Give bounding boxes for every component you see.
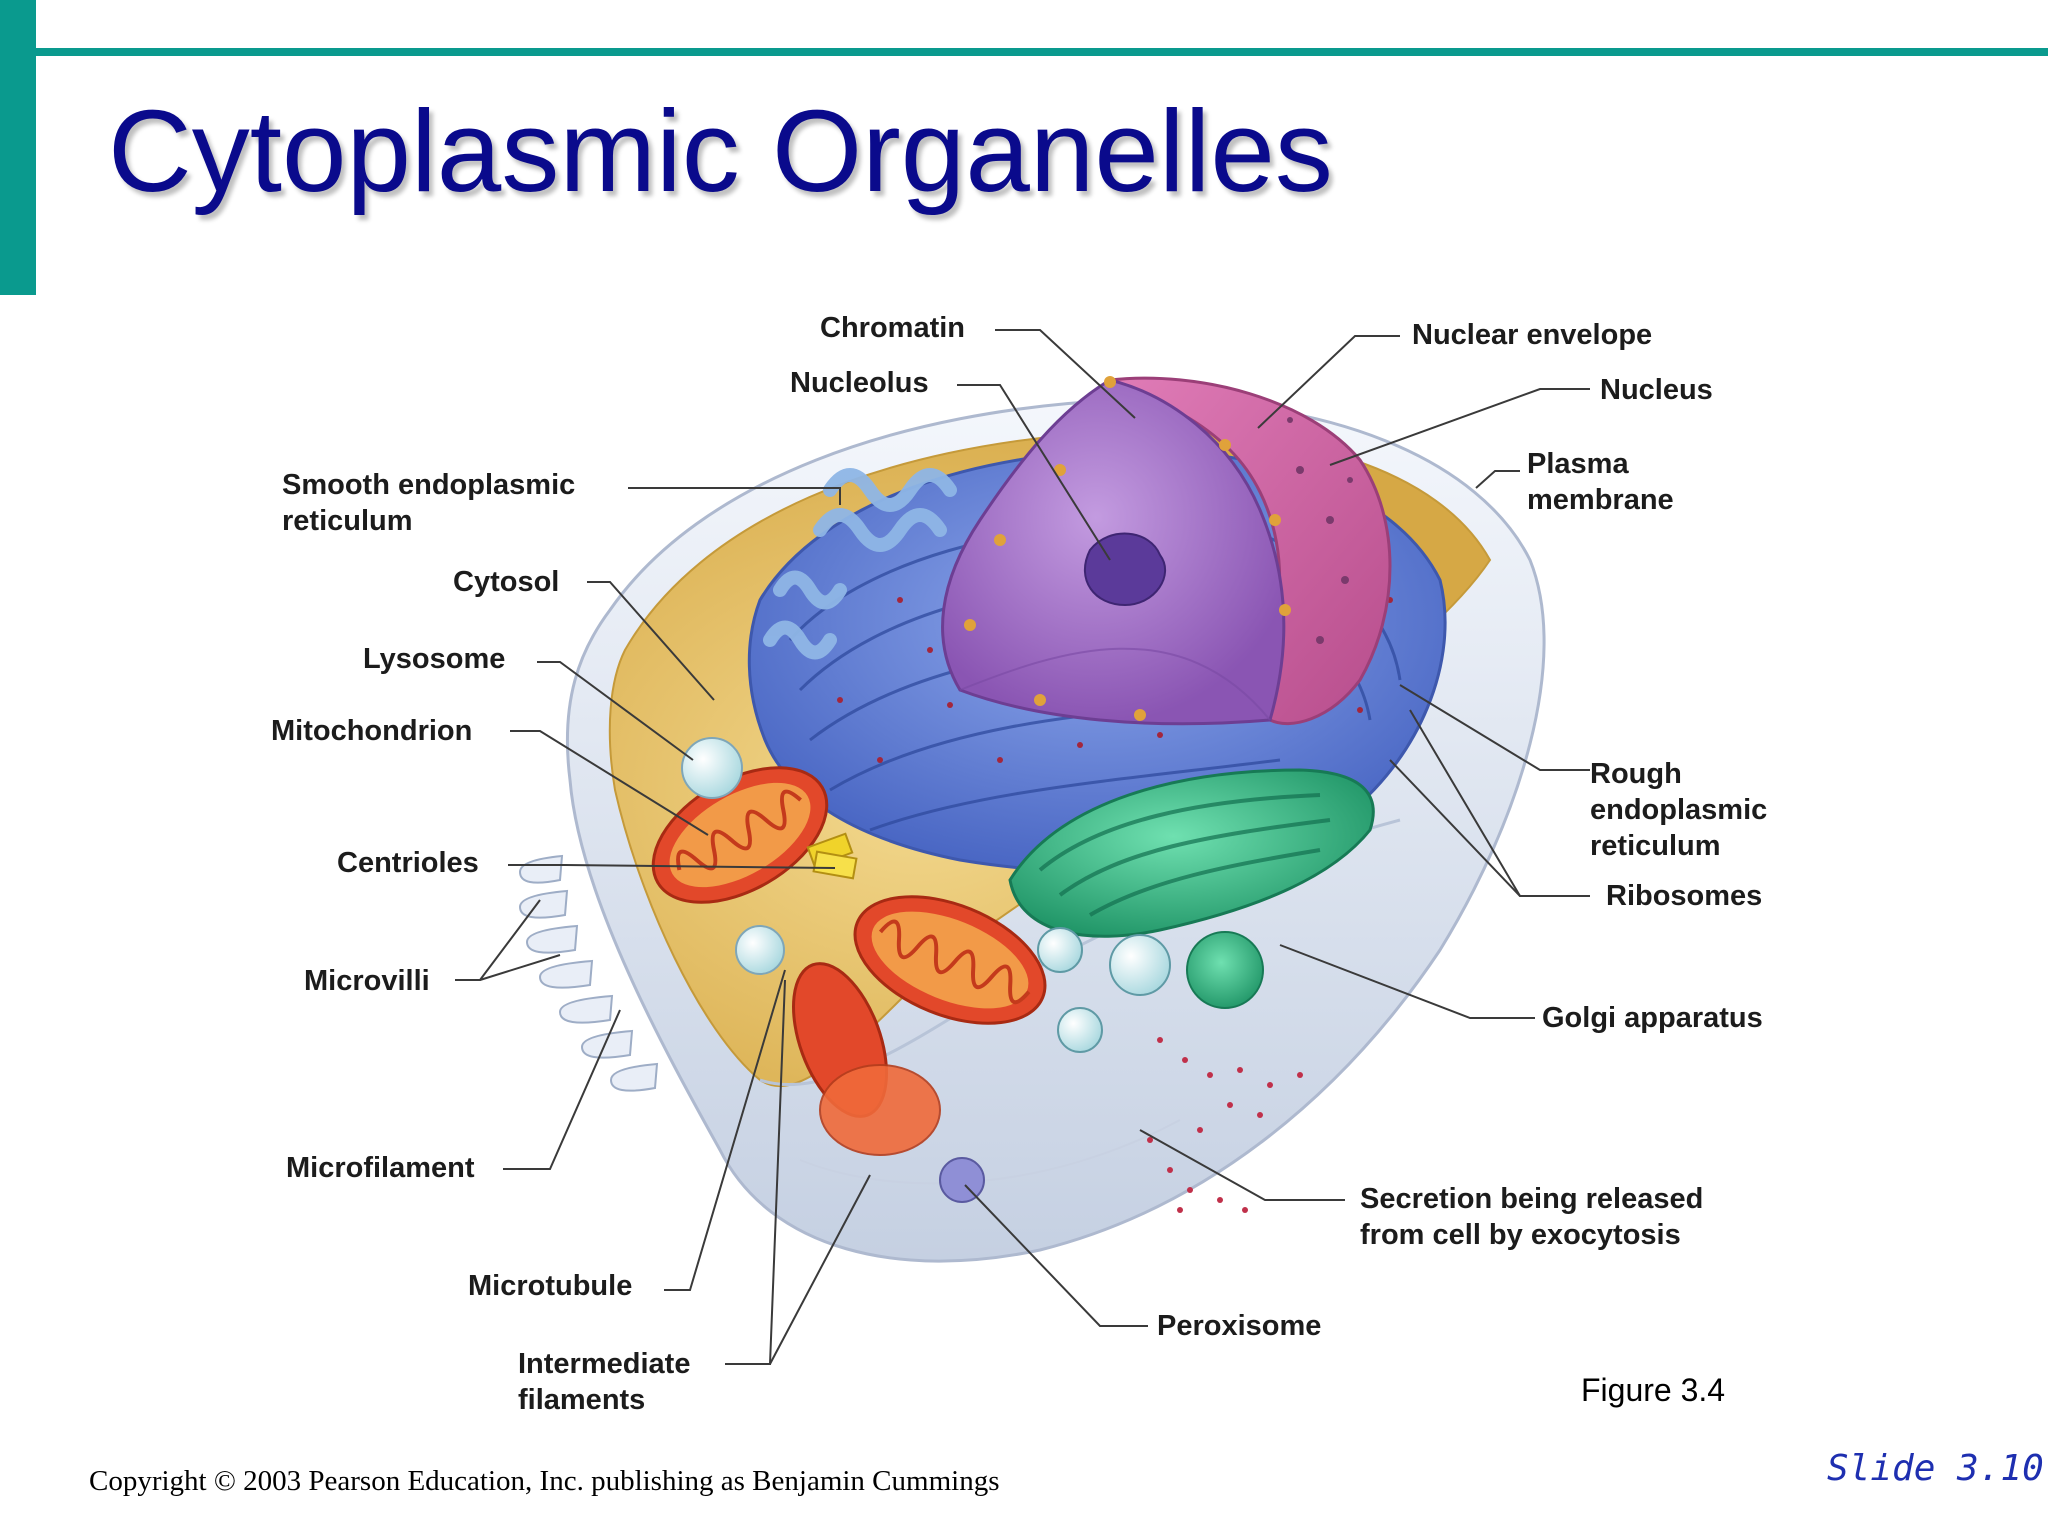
accent-bar [0,0,36,295]
label-nucleolus: Nucleolus [790,367,929,399]
label-chromatin: Chromatin [820,312,965,344]
slide-number: Slide 3.10 [1827,1448,2044,1489]
label-microvilli: Microvilli [304,965,430,997]
label-peroxisome: Peroxisome [1157,1310,1322,1342]
smooth-er [763,468,957,660]
label-centrioles: Centrioles [337,847,479,879]
label-nucleus: Nucleus [1600,374,1713,406]
label-rough-er: Rough endoplasmic reticulum [1590,758,1768,862]
label-ribosomes: Ribosomes [1606,880,1763,912]
label-lysosome: Lysosome [363,643,506,675]
accent-rule [36,48,2048,56]
small-organelles [681,737,985,1203]
label-secretion: Secretion being released from cell by ex… [1360,1183,1704,1251]
copyright-notice: Copyright © 2003 Pearson Education, Inc.… [89,1465,1000,1497]
label-golgi-apparatus: Golgi apparatus [1542,1002,1763,1034]
golgi-apparatus [1008,768,1375,1053]
leader-lines [455,329,1590,1365]
label-mitochondrion: Mitochondrion [271,715,473,747]
mitochondria [651,766,1047,1156]
label-smooth-er: Smooth endoplasmic reticulum [282,469,576,537]
label-intermediate-filaments: Intermediate filaments [518,1348,691,1416]
label-microfilament: Microfilament [286,1152,475,1184]
slide-title: Cytoplasmic Organelles [108,86,1333,216]
secretion-dots [1147,1037,1303,1213]
label-plasma-membrane: Plasma membrane [1527,448,1674,516]
label-cytosol: Cytosol [453,566,560,598]
label-nuclear-envelope: Nuclear envelope [1412,319,1653,351]
microvilli-group [518,854,659,1092]
figure-caption: Figure 3.4 [1581,1372,1726,1408]
label-microtubule: Microtubule [468,1270,633,1302]
